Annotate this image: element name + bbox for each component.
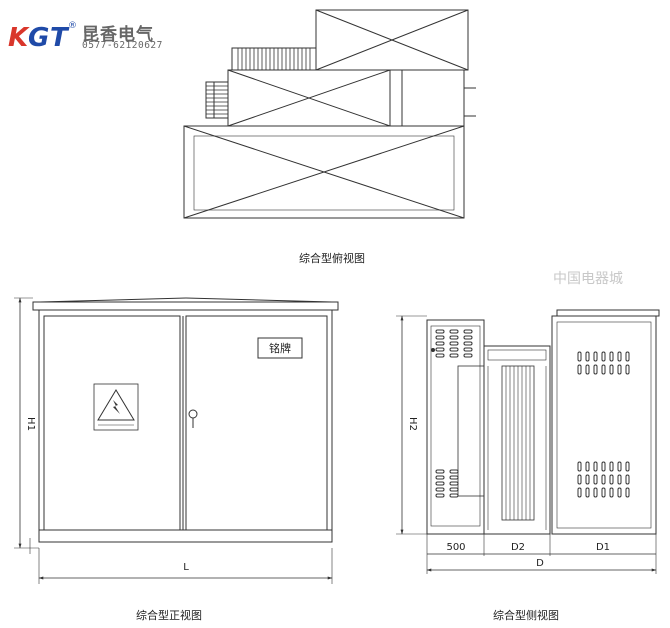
side-right-vents-bottom [577,461,630,498]
front-right-door [185,315,328,531]
svg-text:T: T [50,23,70,52]
caption-side-view: 综合型侧视图 [493,609,559,622]
dim-d2-label: D2 [511,542,525,553]
top-middle-box [227,69,465,127]
logo-mark: K [8,23,30,52]
dim-l-label: L [183,562,189,573]
front-roof [32,301,339,311]
front-left-door [43,315,181,531]
watermark: 中国电器城 [553,271,623,287]
side-transformer-section [483,345,551,535]
side-view [396,309,660,574]
brand-name: 昆香电气 [82,25,154,45]
dim-d-label: D [536,558,544,569]
dim-d1-label: D1 [596,542,610,553]
nameplate [257,337,303,359]
top-view [183,9,476,219]
svg-text:G: G [28,23,49,52]
dim-h1-label: H1 [25,417,36,431]
dim-h2-label: H2 [407,417,418,431]
dim-500-label: 500 [446,542,465,553]
side-left-vents-bottom [435,469,459,498]
side-right-cabinet [551,315,657,535]
side-right-vents-top [577,351,630,375]
door-lock-icon [188,409,198,419]
caption-front-view: 综合型正视图 [136,609,202,622]
nameplate-label: 铭牌 [269,341,291,355]
caption-top-view: 综合型俯视图 [299,252,365,265]
top-lower-box [183,125,465,219]
company-logo: K G T ® [8,18,78,53]
registered-mark: ® [68,21,77,31]
warning-sign [93,383,139,431]
front-view [14,297,339,584]
side-right-roof [556,309,660,317]
side-left-vents-top [435,329,473,358]
side-left-cabinet [426,319,485,535]
top-left-radiator [205,81,229,119]
phone-number: 0577-62120627 [82,40,163,51]
